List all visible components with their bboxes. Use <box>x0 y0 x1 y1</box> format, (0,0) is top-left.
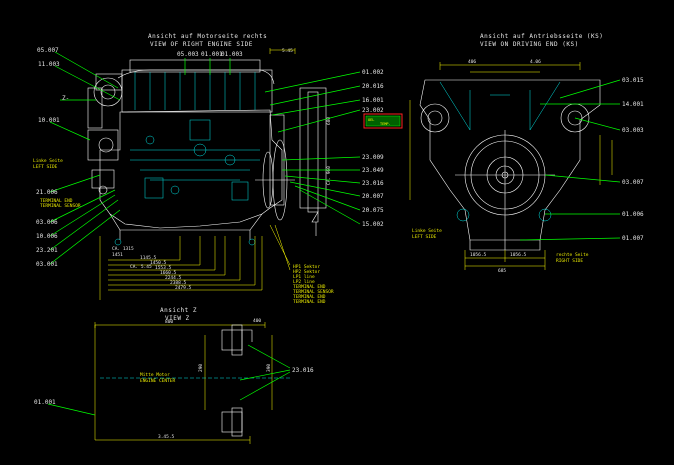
drive-view-title-de: Ansicht auf Antriebsseite (KS) <box>480 33 603 40</box>
balloon-20-075: 20.075 <box>362 207 384 214</box>
dim-drive-top-2: 4.06 <box>530 59 541 65</box>
dim-viewz-1: 800 <box>165 319 173 325</box>
balloon-viewz-23-016: 23.016 <box>292 367 314 374</box>
side-view-left-label-en: LEFT SIDE <box>33 164 58 170</box>
balloon-21-006: 21.006 <box>36 189 58 196</box>
balloon-20-007: 20.007 <box>362 193 384 200</box>
dim-drive-bottom-1: 1056.5 <box>470 252 487 258</box>
balloon-03-003: 03.003 <box>622 127 644 134</box>
dim-drive-top-1: 406 <box>468 59 476 65</box>
dim-side-misc-3: 680 <box>326 117 332 125</box>
balloon-01-003: 01.003 <box>221 51 243 58</box>
balloon-viewz-01-001: 01.001 <box>34 399 56 406</box>
view-z-center-en: ENGINE CENTER <box>140 378 176 384</box>
right-view-title-de: Ansicht auf Motorseite rechts <box>148 33 267 40</box>
balloon-01-007: 01.007 <box>622 235 644 242</box>
driving-end-view: 406 4.06 1056.5 1056.5 685 <box>409 59 613 274</box>
dim-drive-bottom-3: 685 <box>498 268 506 274</box>
note-8: TERMINAL END <box>293 299 326 305</box>
right-view-title-en: VIEW OF RIGHT ENGINE SIDE <box>150 41 253 48</box>
balloon-15-002: 15.002 <box>362 221 384 228</box>
dim-side-misc-5: CA. 1315 <box>112 246 134 252</box>
view-z-title-de: Ansicht Z <box>160 307 197 314</box>
note-6: TERMINAL SENSOR <box>293 289 334 295</box>
side-left-callouts: 05.007 11.003 Z- 10.001 21.006 03.006 10… <box>36 47 121 268</box>
dim-side-misc-2: 5.45 <box>282 48 293 54</box>
side-top-callouts: 05.003 01.001 01.003 <box>177 51 243 75</box>
drive-view-title-en: VIEW ON DRIVING END (KS) <box>480 41 579 48</box>
balloon-23-016: 23.016 <box>362 180 384 187</box>
balloon-03-015: 03.015 <box>622 77 644 84</box>
dim-side-1: 1145.5 <box>140 255 157 261</box>
side-view-note-1: TERMINAL END <box>40 198 73 204</box>
side-right-callouts: 01.002 20.016 16.001 23.002 23.009 23.04… <box>264 69 384 228</box>
balloon-14-001: 14.001 <box>622 101 644 108</box>
note-3: LP1 line <box>293 274 315 280</box>
dim-side-6: 2388.5 <box>170 280 187 286</box>
dim-side-5: 2244.5 <box>165 275 182 281</box>
note-5: TERMINAL END <box>293 284 326 290</box>
drive-left-label-de: Linke Seite <box>412 228 442 234</box>
balloon-23-201: 23.201 <box>36 247 58 254</box>
balloon-10-001: 10.001 <box>38 117 60 124</box>
balloon-01-006: 01.006 <box>622 211 644 218</box>
dim-side-3: 1553.5 <box>155 265 172 271</box>
oil-temp-callout: OEL TEMP. <box>363 113 403 129</box>
balloon-03-006: 03.006 <box>36 219 58 226</box>
drive-right-label-en: RIGHT SIDE <box>556 258 583 264</box>
balloon-23-009: 23.009 <box>362 154 384 161</box>
note-2: HP2 Sektor <box>293 269 320 275</box>
dim-viewz-2: 400 <box>253 318 261 324</box>
note-4: LP2 line <box>293 279 315 285</box>
view-z-title-en: VIEW Z <box>165 315 190 322</box>
drive-right-label-de: rechte Seite <box>556 252 589 258</box>
dim-drive-bottom-2: 1056.5 <box>510 252 527 258</box>
dim-side-7: 2479.5 <box>175 285 192 291</box>
dim-viewz-3: 3.45.5 <box>158 434 175 440</box>
note-7: TERMINAL END <box>293 294 326 300</box>
balloon-01-002: 01.002 <box>362 69 384 76</box>
balloon-16-001: 16.001 <box>362 97 384 104</box>
callout-line-1: OEL <box>368 118 374 122</box>
callout-line-2: TEMP. <box>380 122 391 126</box>
dim-side-2: 1450.5 <box>150 260 167 266</box>
view-z-center-de: Mitte Motor <box>140 372 170 378</box>
side-dimension-stack: 1145.5 1450.5 1553.5 1660.5 2244.5 2388.… <box>99 48 332 300</box>
note-1: HP1 Sektor <box>293 264 320 270</box>
view-z: 800 3.45.5 290 390 400 23.016 01.001 Mit… <box>34 318 314 444</box>
balloon-z: Z- <box>62 95 69 102</box>
terminal-notes: HP1 Sektor HP2 Sektor LP1 line LP2 line … <box>269 224 334 305</box>
balloon-11-003: 11.003 <box>38 61 60 68</box>
dim-side-misc-4: CA. 960 <box>326 166 332 185</box>
dim-side-misc-6: 1451 <box>112 252 123 258</box>
side-view-engine <box>87 59 327 246</box>
dim-viewz-4: 290 <box>198 364 204 372</box>
balloon-20-016: 20.016 <box>362 83 384 90</box>
balloon-10-006: 10.006 <box>36 233 58 240</box>
side-view-left-label-de: Linke Seite <box>33 158 63 164</box>
side-view-note-2: TERMINAL SENSOR <box>40 203 81 209</box>
drive-callouts: 03.015 14.001 03.003 03.007 01.006 01.00… <box>519 77 644 242</box>
balloon-03-001: 03.001 <box>36 261 58 268</box>
balloon-23-002: 23.002 <box>362 107 384 114</box>
drive-left-label-en: LEFT SIDE <box>412 234 437 240</box>
balloon-23-049: 23.049 <box>362 167 384 174</box>
dim-side-misc-1: CA. 5.45 <box>130 264 152 270</box>
balloon-05-007: 05.007 <box>37 47 59 54</box>
balloon-05-003: 05.003 <box>177 51 199 58</box>
dim-viewz-5: 390 <box>266 364 272 372</box>
balloon-03-007: 03.007 <box>622 179 644 186</box>
balloon-01-001-top: 01.001 <box>201 51 223 58</box>
dim-side-4: 1660.5 <box>160 270 177 276</box>
